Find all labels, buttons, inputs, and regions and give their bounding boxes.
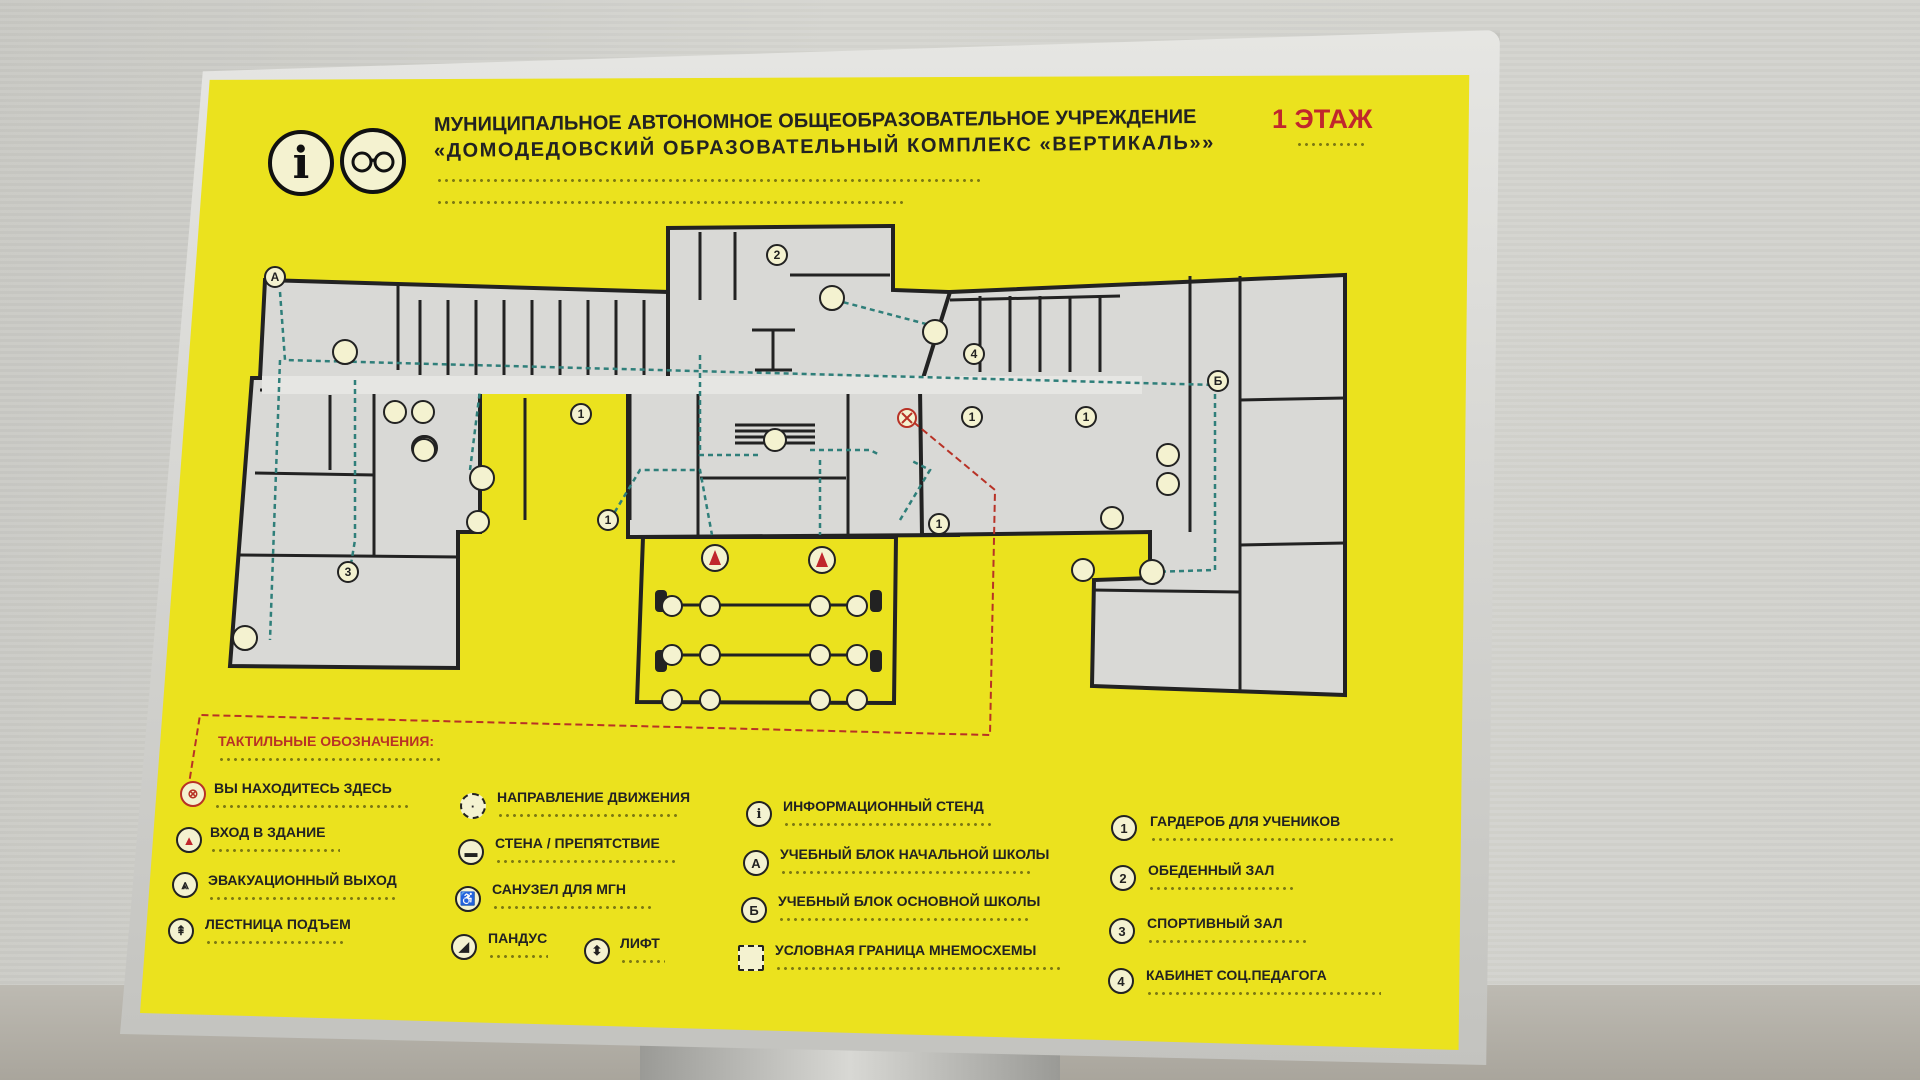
you-are-here-marker — [897, 408, 917, 428]
corridors — [262, 376, 1142, 394]
legend-wall: СТЕНА / ПРЕПЯТСТВИЕ — [495, 835, 660, 851]
dining-hall-number-icon: 2 — [1110, 865, 1136, 891]
direction-path — [268, 291, 1217, 641]
social-office-number-icon: 4 — [1108, 968, 1134, 994]
legend-stairs: ЛЕСТНИЦА ПОДЪЕМ — [205, 916, 351, 932]
legend-block-a: УЧЕБНЫЙ БЛОК НАЧАЛЬНОЙ ШКОЛЫ — [780, 846, 1050, 862]
info-icon-letter: i — [292, 137, 310, 189]
wall-icon: ▬ — [458, 839, 484, 865]
legend-entrance: ВХОД В ЗДАНИЕ — [210, 824, 326, 840]
evacuation-icons — [232, 285, 1180, 651]
wardrobe-number-icon: 1 — [1111, 815, 1137, 841]
entrance-icon: ▲ — [176, 827, 202, 853]
entrance-markers — [701, 544, 836, 574]
braille-wall — [495, 858, 675, 866]
legend-elevator: ЛИФТ — [620, 935, 660, 951]
legend-block-b: УЧЕБНЫЙ БЛОК ОСНОВНОЙ ШКОЛЫ — [778, 893, 1041, 909]
ramp-icon: ◢ — [451, 934, 477, 960]
elevator-icon: ⬍ — [584, 938, 610, 964]
braille-block-a — [780, 869, 1030, 877]
braille-evacuation — [208, 895, 398, 903]
block-a-icon: А — [743, 850, 769, 876]
braille-title-1 — [436, 177, 984, 185]
braille-stairs — [205, 939, 345, 947]
legend-ramp: ПАНДУС — [488, 930, 548, 946]
braille-elevator — [620, 958, 665, 966]
map-marker-block-b: Б — [1207, 370, 1229, 392]
low-vision-glasses-icon — [340, 128, 406, 194]
map-marker-sports-hall: 3 — [337, 561, 359, 583]
map-marker-wardrobe-1: 1 — [570, 403, 592, 425]
map-marker-wardrobe-3: 1 — [961, 406, 983, 428]
sports-hall-number-icon: 3 — [1109, 918, 1135, 944]
you-are-here-icon: ⊗ — [180, 781, 206, 807]
braille-ramp — [488, 953, 548, 961]
glasses-icon — [351, 151, 395, 173]
legend-evacuation: ЭВАКУАЦИОННЫЙ ВЫХОД — [208, 872, 397, 888]
mnemonic-boundary — [187, 414, 997, 791]
braille-dining-hall — [1148, 885, 1293, 893]
braille-direction — [497, 812, 677, 820]
lobby-stairs — [735, 328, 815, 445]
legend-heading: ТАКТИЛЬНЫЕ ОБОЗНАЧЕНИЯ: — [218, 733, 435, 749]
braille-sports-hall — [1147, 938, 1307, 946]
info-icon: i — [268, 130, 334, 196]
accessible-toilet-icon: ♿ — [455, 886, 481, 912]
braille-boundary — [775, 965, 1060, 973]
braille-wardrobe — [1150, 836, 1395, 844]
legend-boundary: УСЛОВНАЯ ГРАНИЦА МНЕМОСХЕМЫ — [775, 942, 1037, 958]
evacuation-exit-icon: ⩓ — [172, 872, 198, 898]
boundary-icon — [738, 945, 764, 971]
map-marker-dining-hall: 2 — [766, 244, 788, 266]
braille-info-stand — [783, 821, 993, 829]
braille-legend-heading — [218, 756, 443, 764]
braille-title-2 — [436, 199, 906, 207]
floor-label: 1 ЭТАЖ — [1272, 104, 1373, 134]
braille-social-office — [1146, 990, 1381, 998]
braille-block-b — [778, 916, 1028, 924]
legend-social-office: КАБИНЕТ СОЦ.ПЕДАГОГА — [1146, 967, 1327, 983]
map-marker-wardrobe-4: 1 — [1075, 406, 1097, 428]
ramp-and-stair-icons — [661, 428, 1124, 711]
braille-floor — [1296, 141, 1366, 149]
block-b-icon: Б — [741, 897, 767, 923]
legend-dining-hall: ОБЕДЕННЫЙ ЗАЛ — [1148, 862, 1275, 878]
info-stand-icon: i — [746, 801, 772, 827]
internal-walls — [239, 232, 1346, 690]
legend-you-are-here: ВЫ НАХОДИТЕСЬ ЗДЕСЬ — [214, 780, 392, 796]
legend-info-stand: ИНФОРМАЦИОННЫЙ СТЕНД — [783, 798, 984, 814]
braille-accessible-toilet — [492, 904, 652, 912]
legend-accessible-toilet: САНУЗЕЛ ДЛЯ МГН — [492, 881, 626, 897]
braille-entrance — [210, 847, 340, 855]
legend-sports-hall: СПОРТИВНЫЙ ЗАЛ — [1147, 915, 1283, 931]
braille-you-are-here — [214, 803, 409, 811]
stairs-up-icon: ⇞ — [168, 918, 194, 944]
map-marker-wardrobe-5: 1 — [928, 513, 950, 535]
map-marker-block-a: А — [264, 266, 286, 288]
legend-direction: НАПРАВЛЕНИЕ ДВИЖЕНИЯ — [497, 789, 691, 805]
map-marker-social-office: 4 — [963, 343, 985, 365]
direction-icon: · — [460, 793, 486, 819]
legend-wardrobe: ГАРДЕРОБ ДЛЯ УЧЕНИКОВ — [1150, 813, 1341, 829]
map-marker-wardrobe-2: 1 — [597, 509, 619, 531]
